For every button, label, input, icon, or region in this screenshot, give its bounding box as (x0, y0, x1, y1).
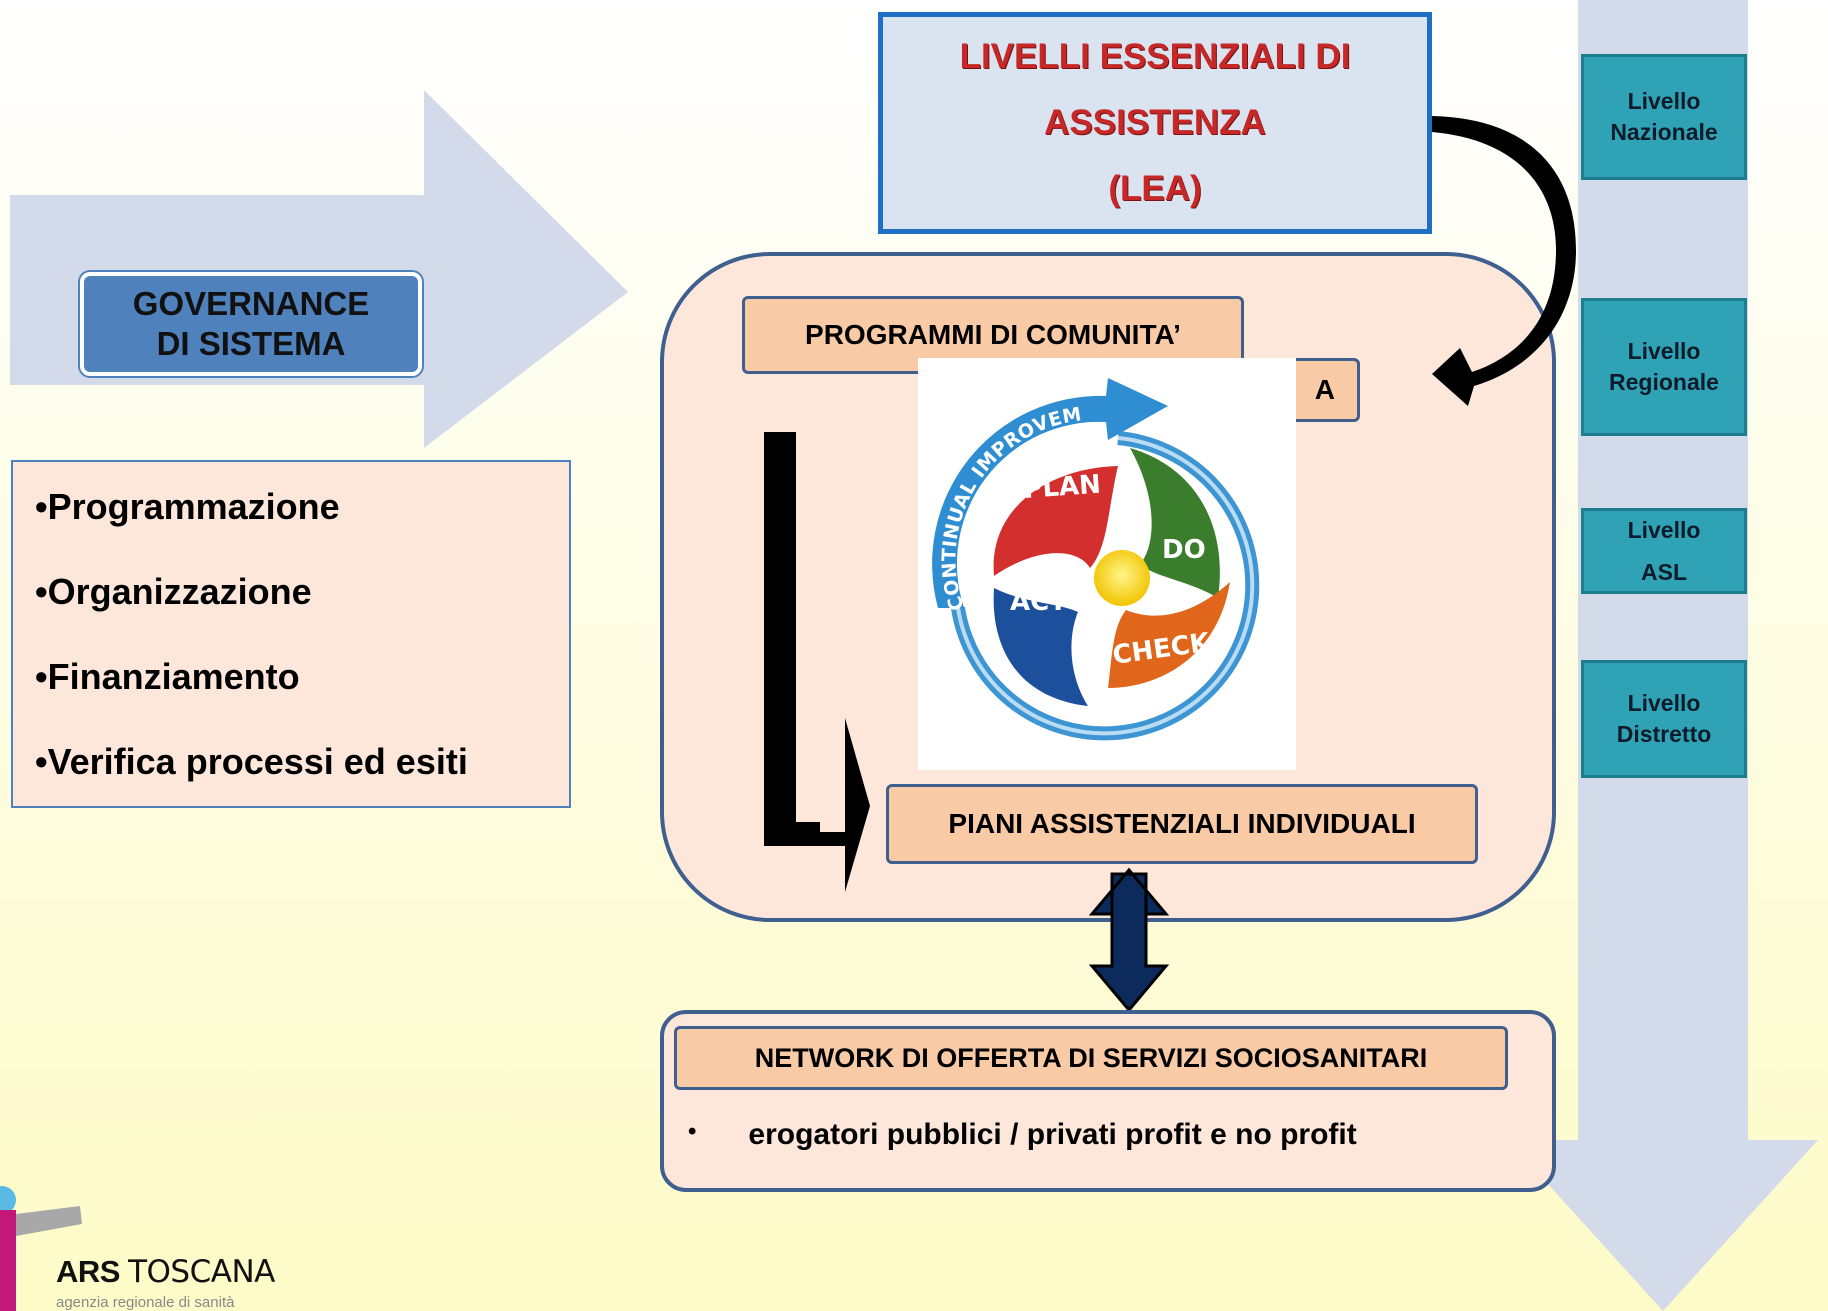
act-label: ACT (1010, 587, 1067, 617)
level-regionale-line1: Livello (1627, 338, 1701, 364)
improvement-arrow (932, 378, 1168, 608)
network-bullet: • (688, 1118, 697, 1145)
governance-title-line2: DI SISTEMA (156, 325, 346, 362)
programmi-comunita-label: PROGRAMMI DI COMUNITA’ (805, 319, 1181, 350)
ars-logo-mark (0, 1186, 82, 1311)
network-item-text: erogatori pubblici / privati profit e no… (748, 1118, 1357, 1151)
level-asl-line1: Livello (1627, 517, 1701, 543)
pdca-image: CONTINUAL IMPROVEMENT PLAN DO ACT CHECK (910, 341, 1296, 770)
governance-item-programmazione: •Programmazione (35, 486, 340, 527)
do-label: DO (1162, 535, 1206, 565)
piani-assistenziali-label: PIANI ASSISTENZIALI INDIVIDUALI (948, 808, 1416, 839)
governance-item-verifica: •Verifica processi ed esiti (35, 741, 468, 782)
level-regionale: Livello Regionale (1581, 298, 1747, 436)
pdca-diagram: CONTINUAL IMPROVEMENT PLAN DO ACT CHECK (910, 341, 1260, 741)
level-distretto: Livello Distretto (1581, 660, 1747, 778)
lea-box: LIVELLI ESSENZIALI DI ASSISTENZA (LEA) (878, 12, 1432, 234)
logo-tagline: agenzia regionale di sanità (56, 1294, 235, 1311)
governance-title-line1: GOVERNANCE (132, 285, 370, 322)
level-asl: Livello ASL (1581, 508, 1747, 594)
governance-item-finanziamento: •Finanziamento (35, 656, 300, 697)
lea-title-line1: LIVELLI ESSENZIALI DI (959, 37, 1351, 76)
l-shaped-arrow (764, 432, 820, 846)
level-distretto-line2: Distretto (1616, 721, 1712, 747)
logo-brand-bold: ARS (56, 1254, 120, 1289)
programmi-tag-back-label: A (1314, 374, 1335, 405)
network-title-tag: NETWORK DI OFFERTA DI SERVIZI SOCIOSANIT… (674, 1026, 1508, 1090)
level-distretto-line1: Livello (1627, 690, 1701, 716)
plan-petal (993, 466, 1118, 576)
governance-list-box: •Programmazione •Organizzazione •Finanzi… (11, 460, 571, 808)
lea-title-line2: ASSISTENZA (1044, 103, 1266, 142)
network-title: NETWORK DI OFFERTA DI SERVIZI SOCIOSANIT… (754, 1042, 1428, 1073)
lea-curved-arrow (1432, 116, 1576, 406)
network-item: • erogatori pubblici / privati profit e … (688, 1118, 1357, 1152)
plan-label: PLAN (1022, 470, 1101, 505)
l-shaped-arrow-head (845, 718, 870, 892)
act-petal (993, 588, 1088, 706)
double-arrow (1088, 872, 1170, 1013)
do-petal (1130, 448, 1220, 598)
level-nazionale-line2: Nazionale (1610, 119, 1718, 145)
check-petal (1108, 582, 1230, 688)
lea-title-line3: (LEA) (1108, 169, 1202, 208)
piani-assistenziali-tag: PIANI ASSISTENZIALI INDIVIDUALI (886, 784, 1478, 864)
level-regionale-line2: Regionale (1609, 369, 1719, 395)
level-nazionale-line1: Livello (1627, 88, 1701, 114)
governance-title-box: GOVERNANCE DI SISTEMA (80, 272, 422, 376)
ars-toscana-logo: ARS TOSCANA agenzia regionale di sanità (0, 1180, 320, 1311)
level-asl-line2: ASL (1641, 559, 1687, 585)
level-nazionale: Livello Nazionale (1581, 54, 1747, 180)
logo-brand-regular: TOSCANA (128, 1254, 275, 1290)
governance-item-organizzazione: •Organizzazione (35, 571, 312, 612)
pdca-center (1094, 550, 1150, 606)
